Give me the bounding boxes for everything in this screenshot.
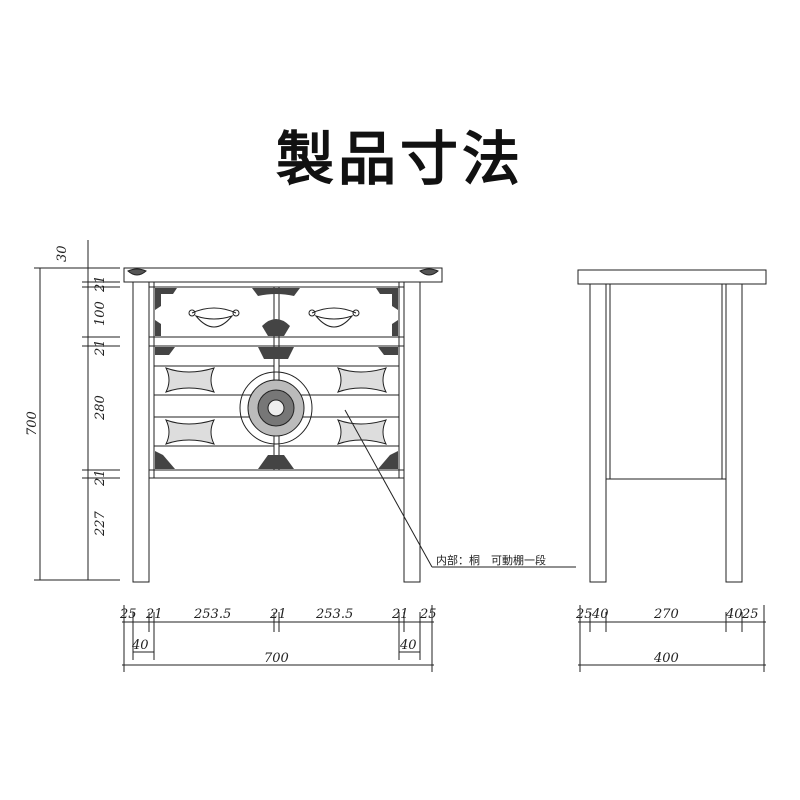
side-width-dimension-labels: 25 40 270 40 25 400	[575, 607, 759, 666]
dim-leg: 227	[93, 510, 108, 537]
butterfly-ornament-icon	[164, 367, 387, 445]
front-width-dimension-lines	[122, 605, 434, 672]
note-leader-line	[344, 409, 433, 568]
front-top-board	[123, 267, 443, 283]
page-title: 製品寸法	[275, 125, 524, 193]
side-leg-left	[589, 283, 607, 583]
dim-side-leg-right: 25	[741, 607, 759, 622]
front-view	[123, 267, 443, 583]
side-view	[577, 269, 767, 583]
side-width-dimension-lines	[578, 605, 766, 672]
dim-front-total: 700	[264, 651, 289, 666]
front-leg-right	[403, 281, 421, 583]
height-dimension-labels: 30 21 100 21 280 21 227 700	[25, 245, 108, 537]
dim-total-height: 700	[25, 411, 40, 436]
dim-stile-center: 21	[269, 607, 287, 622]
front-body-frame	[148, 281, 405, 479]
dim-bay-left: 253.5	[193, 607, 231, 622]
dim-side-offset-left: 40	[591, 607, 609, 622]
front-width-dimension-labels: 25 21 253.5 21 253.5 21 25 40 40 700	[119, 607, 437, 666]
drawer-handle-icon	[308, 307, 360, 328]
dim-door: 280	[93, 395, 108, 421]
interior-note: 内部：桐 可動棚一段	[436, 553, 546, 567]
dim-leg-right: 25	[419, 607, 437, 622]
dim-bay-right: 253.5	[315, 607, 353, 622]
dim-offset-right: 40	[399, 638, 417, 653]
front-leg-left	[132, 281, 150, 583]
dim-rail-mid: 21	[93, 339, 108, 357]
dim-side-leg-left: 25	[575, 607, 593, 622]
height-dimension-lines	[34, 240, 120, 581]
side-leg-right	[725, 283, 743, 583]
dim-offset-left: 40	[131, 638, 149, 653]
dim-rail-top: 21	[93, 275, 108, 293]
round-lock-plate-icon	[239, 371, 313, 445]
dim-drawer: 100	[93, 301, 108, 326]
drawer-handle-icon	[188, 307, 240, 328]
dim-stile-right: 21	[391, 607, 409, 622]
corner-ornament-icon	[419, 268, 439, 276]
dim-leg-left: 25	[119, 607, 137, 622]
dim-side-offset-right: 40	[725, 607, 743, 622]
side-top-board	[577, 269, 767, 285]
dim-rail-bottom: 21	[93, 469, 108, 487]
dim-side-total: 400	[653, 651, 679, 666]
dim-side-depth-inner: 270	[653, 607, 679, 622]
dim-stile-left: 21	[145, 607, 163, 622]
corner-ornament-icon	[127, 268, 147, 276]
dim-top: 30	[55, 245, 70, 262]
